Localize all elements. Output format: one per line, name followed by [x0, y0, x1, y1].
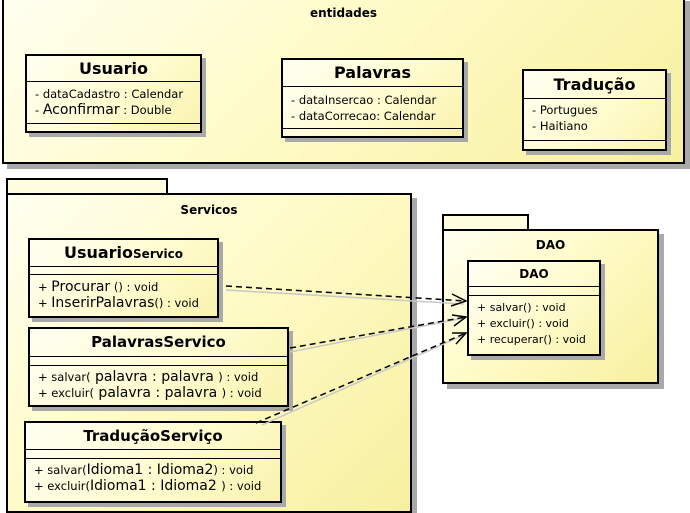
operation-row: + excluir() : void — [477, 317, 569, 330]
class-name: UsuarioServico — [63, 243, 184, 262]
class-name: PalavrasServico — [91, 333, 226, 351]
dependency-arrow — [289, 316, 467, 349]
attribute-row: - Portugues — [532, 103, 598, 117]
class-usuario[interactable]: Usuario - dataCadastro : Calendar - Acon… — [25, 54, 202, 133]
attribute-row: - Haitiano — [532, 119, 588, 133]
operation-row: + InserirPalavras() : void — [38, 295, 199, 311]
class-name: DAO — [519, 267, 549, 281]
operation-row: + excluir( palavra : palavra ) : void — [38, 385, 262, 401]
attribute-row: - dataInsercao : Calendar — [291, 93, 437, 107]
operation-row: + salvar() : void — [477, 301, 566, 314]
package-title: Servicos — [180, 203, 238, 217]
operation-row: + excluir(Idioma1 : Idioma2 ) : void — [34, 478, 262, 494]
class-name: Palavras — [333, 63, 411, 82]
class-usuario-servico[interactable]: UsuarioServico + Procurar () : void + In… — [28, 238, 219, 318]
package-title: DAO — [535, 238, 566, 252]
class-traducao-servico[interactable]: TraduçãoServiço + salvar(Idioma1 : Idiom… — [24, 421, 282, 503]
class-traducao[interactable]: Tradução - Portugues - Haitiano — [522, 69, 667, 151]
attribute-row: - Aconfirmar : Double — [35, 102, 172, 118]
package-tab — [6, 178, 168, 195]
class-name: Tradução — [553, 75, 636, 94]
class-dao[interactable]: DAO + salvar() : void + excluir() : void… — [467, 260, 601, 356]
operation-row: + recuperar() : void — [477, 333, 586, 346]
package-tab — [442, 214, 529, 231]
dependency-arrow — [225, 285, 467, 302]
dependency-arrow — [255, 332, 467, 424]
class-name: Usuario — [78, 59, 149, 78]
class-name: TraduçãoServiço — [83, 427, 223, 445]
arrow-head — [452, 332, 468, 345]
operation-row: + salvar( palavra : palavra ) : void — [38, 369, 259, 385]
attribute-row: - dataCadastro : Calendar — [35, 87, 184, 101]
dependency-layer — [225, 285, 468, 426]
arrow-head — [450, 293, 468, 307]
class-palavras[interactable]: Palavras - dataInsercao : Calendar - dat… — [281, 58, 464, 138]
operation-row: + salvar(Idioma1 : Idioma2) : void — [34, 462, 254, 478]
arrow-head — [451, 314, 468, 327]
package-title: entidades — [309, 6, 378, 20]
class-palavras-servico[interactable]: PalavrasServico + salvar( palavra : pala… — [28, 327, 289, 407]
operation-row: + Procurar () : void — [38, 279, 159, 295]
attribute-row: - dataCorrecao: Calendar — [291, 109, 436, 123]
